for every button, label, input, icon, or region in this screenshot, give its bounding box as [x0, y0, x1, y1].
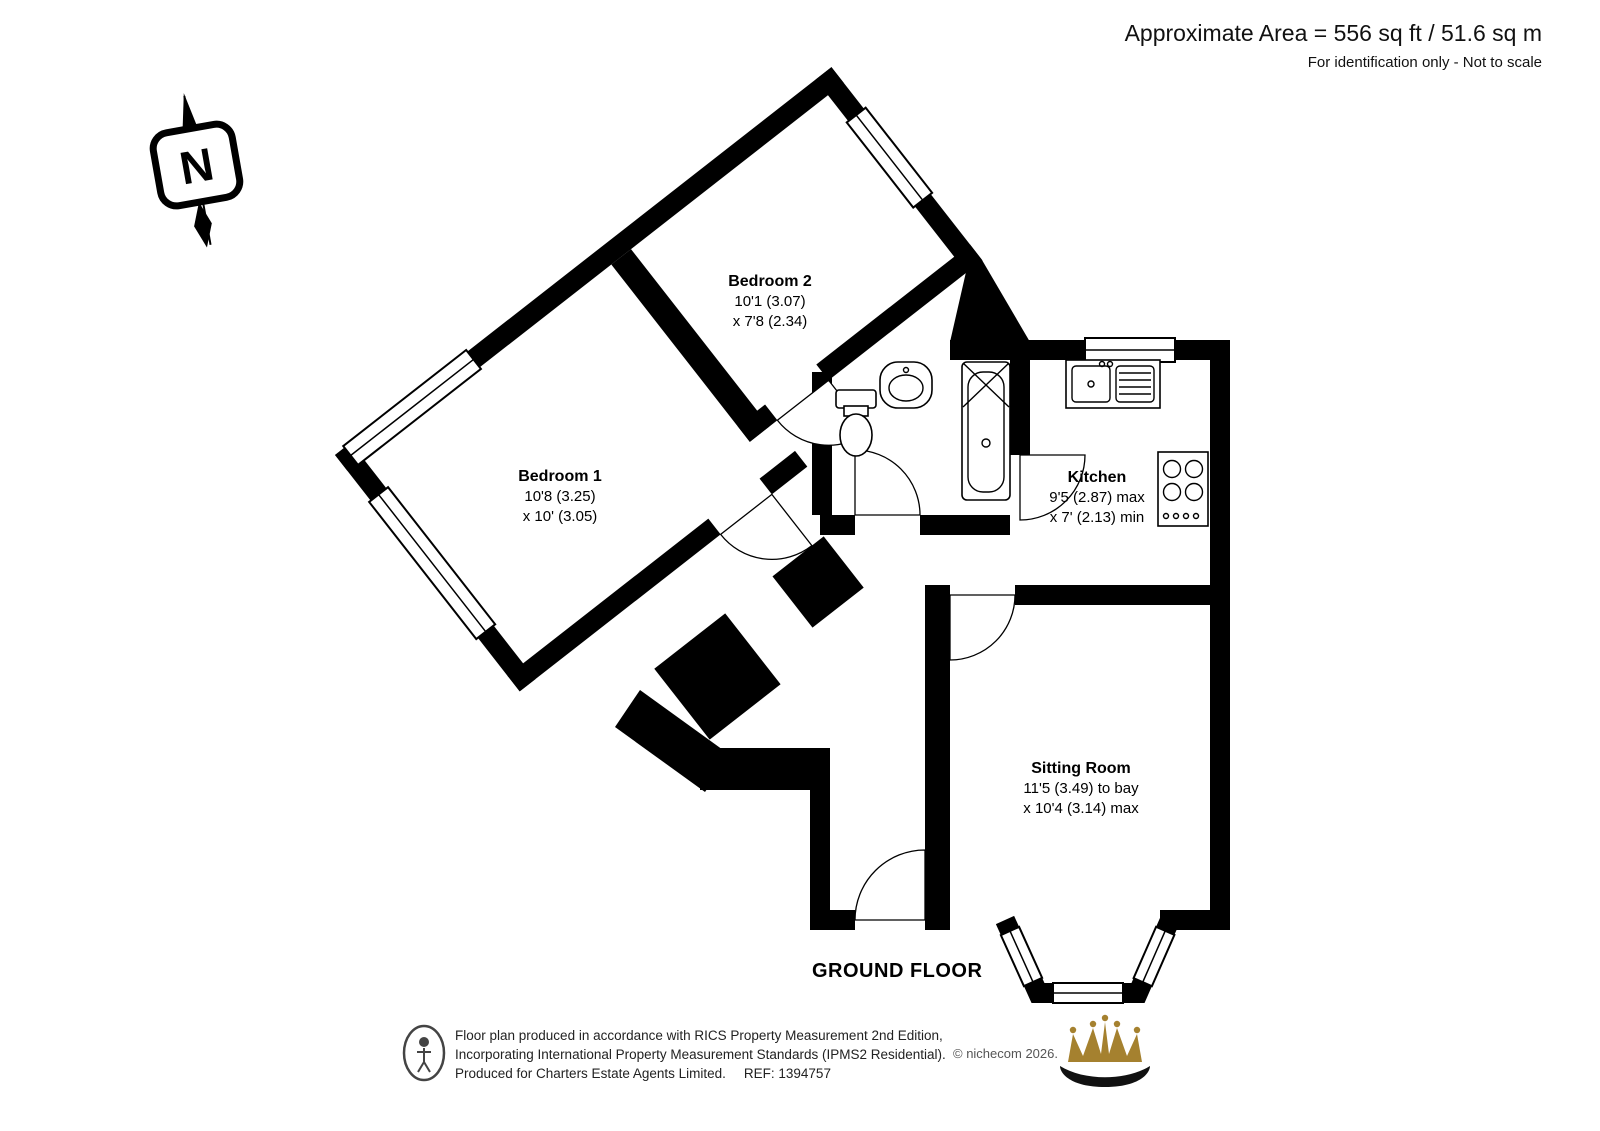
kitchen-door-arc	[1019, 454, 1086, 521]
wall-hall-closet-a	[654, 613, 781, 740]
room-label-bedroom-1: Bedroom 1 10'8 (3.25) x 10' (3.05)	[518, 467, 602, 527]
bedroom1-door-arc	[719, 493, 813, 561]
room-label-kitchen: Kitchen 9'5 (2.87) max x 7' (2.13) min	[1049, 468, 1144, 528]
room-name: Bedroom 1	[518, 468, 602, 485]
room-dim: 11'5 (3.49) to bay	[1023, 780, 1139, 797]
wall-corner-filler	[950, 260, 1030, 360]
bath	[961, 361, 1011, 501]
entrance-door-arc	[854, 849, 926, 921]
bay-window-left	[999, 925, 1044, 988]
room-label-bedroom-2: Bedroom 2 10'1 (3.07) x 7'8 (2.34)	[728, 272, 812, 332]
door-arcs	[854, 449, 1086, 921]
bedroom2-window-ne	[845, 106, 934, 209]
room-dim: 9'5 (2.87) max	[1049, 489, 1145, 506]
room-dim: x 10' (3.05)	[522, 508, 598, 525]
wall-bedroom2-se-b	[816, 244, 983, 381]
compass-badge	[149, 120, 244, 210]
toilet	[835, 389, 877, 457]
room-dim: x 10'4 (3.14) max	[1023, 800, 1139, 817]
wall-hall-bottom	[810, 910, 855, 930]
sitting-room-door-arc	[949, 594, 1016, 661]
room-dim: 10'1 (3.07)	[734, 293, 806, 310]
footer-disclaimer: Floor plan produced in accordance with R…	[455, 1026, 946, 1083]
wall-bathroom-bottom-right	[920, 515, 1010, 535]
footer-ref: REF: 1394757	[743, 1066, 831, 1081]
kitchen-sink	[1065, 359, 1161, 409]
bathroom-door-arc	[854, 449, 921, 516]
room-label-sitting-room: Sitting Room 11'5 (3.49) to bay x 10'4 (…	[1023, 759, 1138, 819]
room-dim: x 7' (2.13) min	[1049, 509, 1145, 526]
ground-floor-label: GROUND FLOOR	[812, 960, 983, 982]
kitchen-window	[1084, 337, 1176, 363]
approximate-area-text: Approximate Area = 556 sq ft / 51.6 sq m	[1124, 20, 1542, 46]
footer-line-3: Produced for Charters Estate Agents Limi…	[455, 1066, 726, 1081]
wall-bedroom1-se-b	[759, 450, 808, 495]
person-logo	[402, 1024, 446, 1082]
basin	[879, 361, 933, 409]
compass-tail-icon	[194, 202, 212, 248]
crown-logo	[1060, 1014, 1150, 1087]
room-dim: x 7'8 (2.34)	[732, 313, 808, 330]
not-to-scale-text: For identification only - Not to scale	[1307, 54, 1542, 71]
crown-icon	[1068, 1022, 1142, 1062]
room-name: Sitting Room	[1031, 760, 1131, 777]
wall-right	[1210, 340, 1230, 930]
crown-base	[1060, 1066, 1150, 1087]
wall-bedroom1-se-a	[507, 518, 721, 692]
bedroom1-window-sw	[367, 485, 497, 641]
wall-bathroom-bottom-left	[820, 515, 855, 535]
hob	[1157, 451, 1209, 527]
person-icon	[419, 1037, 429, 1047]
copyright-text: © nichecom 2026.	[953, 1046, 1058, 1061]
room-name: Kitchen	[1067, 469, 1127, 486]
wall-sitting-left	[925, 585, 950, 930]
wall-bath-kitchen-divider	[1010, 360, 1030, 455]
wall-kitchen-sitting	[1015, 585, 1230, 605]
bedroom1-window-nw	[341, 348, 483, 467]
room-dim: 10'8 (3.25)	[524, 488, 596, 505]
walls-rotated-wing	[335, 67, 983, 740]
compass: N	[149, 93, 244, 248]
compass-arrowhead-icon	[182, 93, 199, 132]
wall-hall-left	[810, 770, 830, 930]
footer-line-2: Incorporating International Property Mea…	[455, 1047, 946, 1062]
bay-window-center	[1052, 982, 1124, 1004]
bay-window-right	[1132, 925, 1176, 988]
bay-window	[995, 915, 1180, 1004]
room-name: Bedroom 2	[728, 273, 812, 290]
wall-junction-horizontal	[700, 748, 830, 790]
wall-bedroom-divider	[611, 249, 770, 442]
walls-axis	[615, 260, 1230, 930]
wall-bedroom2-se-a	[737, 404, 778, 442]
wall-hall-closet-b	[772, 536, 864, 628]
footer-line-1: Floor plan produced in accordance with R…	[455, 1028, 943, 1043]
